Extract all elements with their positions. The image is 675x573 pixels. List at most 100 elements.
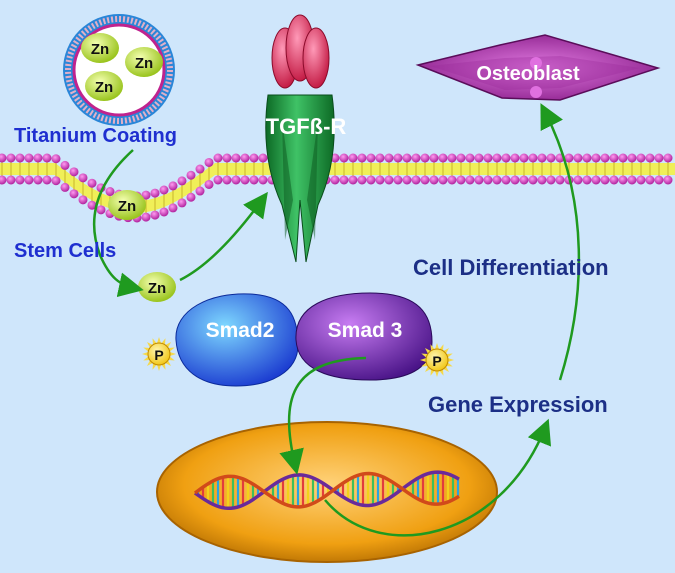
dna-backbone [193, 471, 460, 509]
zinc-particle: Zn [85, 71, 123, 101]
lipid-head [402, 153, 412, 163]
lipid-head [636, 153, 646, 163]
smad2-label: Smad2 [206, 319, 275, 342]
lipid-head [573, 153, 583, 163]
lipid-head [663, 175, 673, 185]
lipid-head [519, 175, 529, 185]
lipid-head [393, 153, 403, 163]
lipid-head [258, 153, 268, 163]
lipid-head [591, 175, 601, 185]
lipid-head [51, 154, 61, 164]
lipid-head [528, 153, 538, 163]
lipid-head [447, 175, 457, 185]
lipid-head [177, 198, 187, 208]
zinc-label: Zn [95, 79, 113, 96]
lipid-head [366, 175, 376, 185]
lipid-head [78, 173, 88, 183]
lipid-head [627, 175, 637, 185]
lipid-head [483, 153, 493, 163]
lipid-head [195, 186, 205, 196]
lipid-head [591, 153, 601, 163]
lipid-head [564, 153, 574, 163]
lipid-head [105, 187, 115, 197]
lipid-head [240, 175, 250, 185]
nucleus [156, 421, 498, 563]
lipid-head [636, 175, 646, 185]
lipid-head [231, 153, 241, 163]
sun-ray [142, 352, 149, 356]
stem-cells-label: Stem Cells [14, 240, 116, 262]
smad3-protein: Smad 3 [295, 292, 433, 381]
lipid-head [213, 153, 223, 163]
lipid-head [411, 153, 421, 163]
lipid-head [51, 176, 61, 186]
lipid-head [168, 181, 178, 191]
arrow-coating-to-zn [92, 149, 144, 298]
lipid-head [582, 153, 592, 163]
lipid-head [339, 153, 349, 163]
differentiation-label: Cell Differentiation [413, 255, 609, 280]
lipid-head [6, 153, 16, 163]
lipid-head [33, 153, 43, 163]
lipid-head [654, 153, 664, 163]
dna-backbone [193, 470, 460, 511]
lipid-head [24, 175, 34, 185]
lipid-head [438, 153, 448, 163]
lipid-head [222, 175, 232, 185]
phospho-label: P [154, 347, 163, 363]
phospho-group-smad3: P [420, 343, 454, 377]
lipid-head [186, 192, 196, 202]
lipid-head [69, 189, 79, 199]
lipid-head [465, 153, 475, 163]
lipid-head [663, 153, 673, 163]
lipid-head [609, 153, 619, 163]
lipid-head [249, 153, 259, 163]
lipid-head [645, 175, 655, 185]
lipid-head [474, 175, 484, 185]
lipid-head [600, 153, 610, 163]
lipid-head [393, 175, 403, 185]
lipid-head [357, 153, 367, 163]
lipid-head [159, 207, 169, 217]
sun-ray [169, 352, 176, 356]
lipid-head [429, 153, 439, 163]
lipid-head [141, 190, 151, 200]
lipid-head [654, 175, 664, 185]
lipid-head [186, 170, 196, 180]
lipid-head [510, 153, 520, 163]
zinc-label: Zn [91, 41, 109, 58]
sun-ray [157, 364, 161, 371]
lipid-head [33, 175, 43, 185]
lipid-head [645, 153, 655, 163]
receptor-label: TGFß-R [266, 114, 347, 139]
lipid-head [96, 205, 106, 215]
sun-ray [420, 358, 427, 362]
lipid-head [348, 153, 358, 163]
lipid-head [150, 210, 160, 220]
sun-ray [435, 370, 439, 377]
lipid-head [447, 153, 457, 163]
gene-expression-label: Gene Expression [428, 392, 608, 417]
lipid-head [555, 175, 565, 185]
sun-ray [447, 358, 454, 362]
lipid-head [87, 178, 97, 188]
lipid-head [69, 167, 79, 177]
coating-vesicle: Zn Zn Zn [63, 14, 175, 126]
lipid-head [150, 188, 160, 198]
lipid-head [339, 175, 349, 185]
osteoblast-label: Osteoblast [476, 63, 580, 85]
lipid-head [492, 175, 502, 185]
arrow-expression-to-osteoblast [540, 103, 581, 381]
lipid-head [15, 175, 25, 185]
lipid-head [231, 175, 241, 185]
lipid-head [456, 153, 466, 163]
lipid-head [213, 175, 223, 185]
lipid-head [42, 175, 52, 185]
lipid-head [60, 182, 70, 192]
lipid-head [249, 175, 259, 185]
lipid-head [429, 175, 439, 185]
smad2-protein: Smad2 [175, 293, 299, 387]
membrane-core [0, 163, 675, 213]
lipid-head [141, 212, 151, 222]
